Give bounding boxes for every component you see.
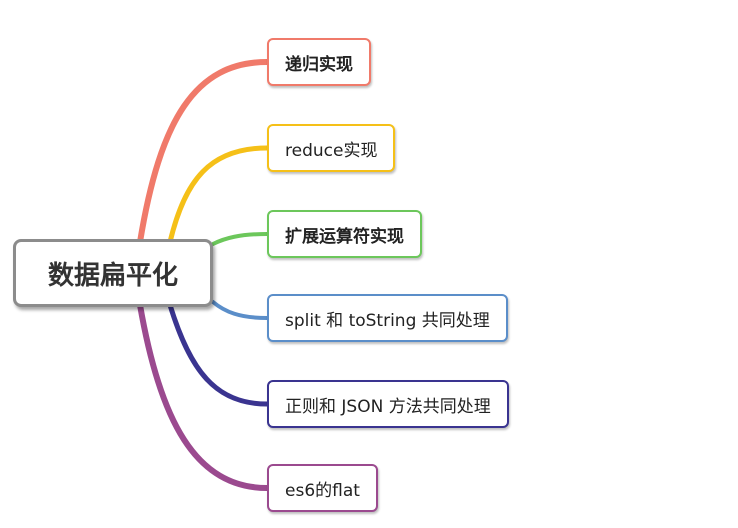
connector-5 [137,302,270,491]
branch-node-regex-json[interactable]: 正则和 JSON 方法共同处理 [267,380,509,428]
root-topic[interactable]: 数据扁平化 [13,239,213,307]
connector-2 [211,232,269,246]
connector-3 [211,300,269,320]
connector-0 [137,59,270,245]
branch-label: reduce实现 [285,140,378,161]
branch-label: split 和 toString 共同处理 [285,310,490,331]
branch-node-es6-flat[interactable]: es6的flat [267,464,378,512]
root-topic-label: 数据扁平化 [47,260,178,291]
branch-label: es6的flat [285,480,360,501]
branch-label: 扩展运算符实现 [285,226,404,247]
branch-node-recursion[interactable]: 递归实现 [267,38,371,86]
branch-label: 正则和 JSON 方法共同处理 [285,396,491,417]
branch-node-split-tostring[interactable]: split 和 toString 共同处理 [267,294,508,342]
branch-node-spread[interactable]: 扩展运算符实现 [267,210,422,258]
branch-label: 递归实现 [285,54,353,75]
connector-4 [167,302,270,407]
branch-node-reduce[interactable]: reduce实现 [267,124,396,172]
connector-1 [167,145,270,245]
